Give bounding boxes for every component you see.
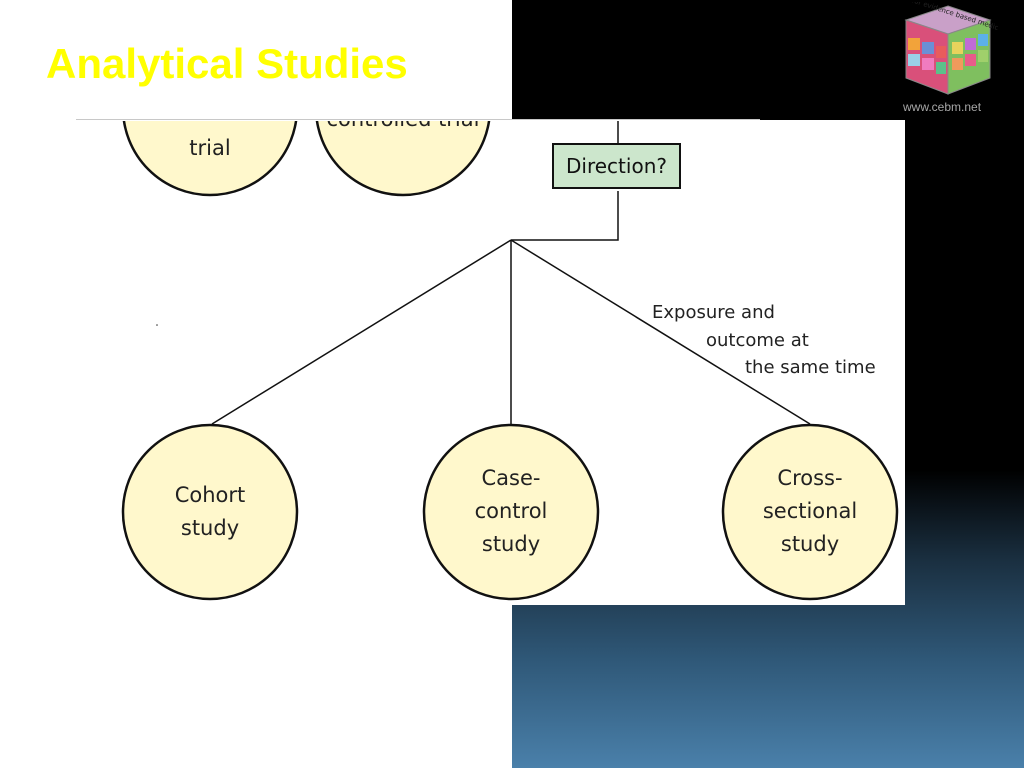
cebm-logo-icon: centre for evidence based medicine <box>898 2 998 95</box>
top-node-1-label: trial <box>189 136 231 160</box>
annotation-line-1: Exposure and <box>652 302 775 323</box>
case-control-label: Case- control study <box>474 466 548 556</box>
branch-cohort <box>211 239 512 425</box>
top-node-2 <box>315 121 491 197</box>
annotation-line-3: the same time <box>745 357 876 378</box>
case-control-node <box>422 423 600 601</box>
stray-dot <box>156 324 158 326</box>
cross-sectional-label: Cross- sectional study <box>762 466 858 556</box>
top-node-1 <box>122 121 298 197</box>
direction-question-box: Direction? <box>552 143 681 189</box>
logo-url: www.cebm.net <box>903 100 982 114</box>
cohort-node <box>121 423 299 601</box>
title-divider <box>76 119 760 120</box>
connector-direction <box>511 191 619 241</box>
slide-title: Analytical Studies <box>46 40 408 87</box>
top-node-2-label: controlled trial <box>323 121 483 171</box>
annotation-line-2: outcome at <box>706 330 809 351</box>
branch-cross-sectional <box>510 239 811 425</box>
cross-sectional-node <box>721 423 899 601</box>
cohort-label: Cohort study <box>174 483 246 540</box>
